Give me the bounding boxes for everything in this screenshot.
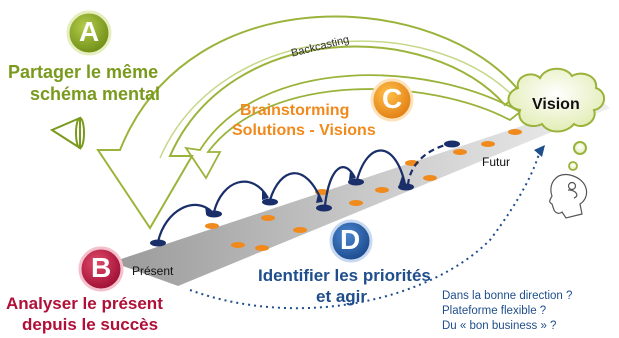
vision-label: Vision (532, 96, 580, 113)
d-title-line1: Identifier les priorités (258, 266, 431, 285)
orange-markers (205, 129, 522, 251)
backcasting-arrow-inner (159, 40, 516, 159)
a-title-line1: Partager le même (8, 62, 159, 82)
d-title-line2: et agir (316, 287, 368, 306)
b-title-line1: Analyser le présent (6, 294, 163, 313)
present-label: Présent (132, 264, 174, 278)
feedback-arrow (184, 74, 522, 180)
letter-c: C (382, 83, 403, 114)
thinking-head-icon (549, 173, 588, 219)
futur-label: Futur (482, 155, 511, 169)
b-title-line2: depuis le succès (22, 315, 159, 334)
letter-a: A (79, 16, 100, 47)
circle-b (78, 246, 124, 292)
letter-b: B (91, 252, 112, 283)
circle-c (370, 78, 414, 122)
view-cone-icon (49, 116, 81, 150)
vision-cloud (507, 67, 605, 133)
c-title-line2: Solutions - Visions (232, 122, 376, 139)
question-2: Plateforme flexible ? (442, 305, 547, 317)
letter-d: D (340, 224, 361, 255)
c-title-line1: Brainstorming (240, 102, 350, 119)
a-title-line2: schéma mental (30, 84, 161, 104)
backcasting-arrow (96, 15, 522, 230)
hop-arcs (156, 142, 451, 243)
dotted-path (189, 149, 541, 310)
hop-arrowheads (205, 171, 405, 214)
dotted-arrowhead (534, 145, 545, 157)
question-3: Du « bon business » ? (442, 320, 557, 332)
question-1: Dans la bonne direction ? (442, 290, 573, 302)
circle-a (66, 10, 112, 56)
circle-d (329, 219, 373, 263)
